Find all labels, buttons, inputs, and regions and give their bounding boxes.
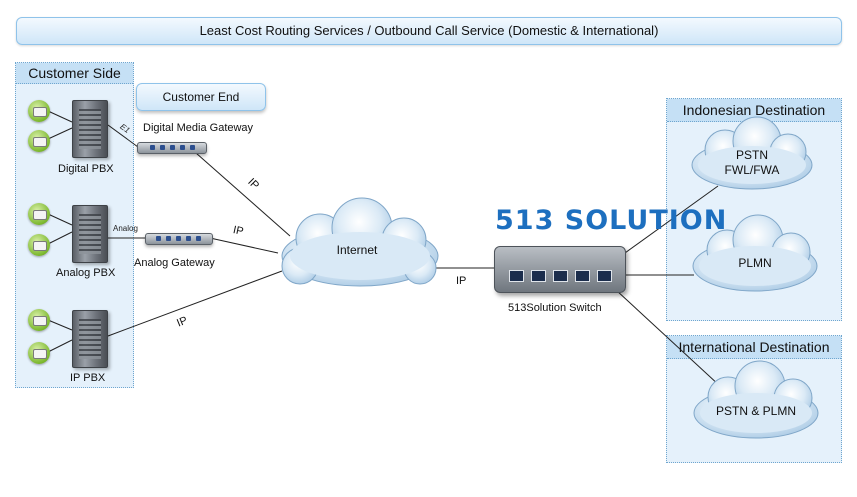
analog-gateway-icon: [145, 233, 213, 245]
phone-link: [47, 319, 73, 331]
phone-icon: [28, 100, 50, 122]
digital-media-gateway-icon: [137, 142, 207, 154]
phone-icon: [28, 203, 50, 225]
ip-pbx-server-icon: [72, 310, 108, 368]
analog-link-label: Analog: [113, 224, 138, 233]
customer-side-title: Customer Side: [16, 63, 133, 84]
phone-link: [47, 110, 73, 123]
513-solution-logo: 513 SOLUTION: [495, 205, 728, 236]
phone-link: [47, 213, 73, 226]
ippbx-ip-link: [107, 270, 283, 337]
pstn-plmn-cloud-label: PSTN & PLMN: [715, 404, 796, 418]
analog-ip-link: [209, 237, 279, 254]
pstn-label-line1: PSTN: [735, 148, 768, 162]
title-banner: Least Cost Routing Services / Outbound C…: [16, 17, 842, 45]
513solution-switch-label: 513Solution Switch: [508, 302, 602, 314]
international-destination-title: International Destination: [667, 336, 841, 359]
phone-link: [47, 339, 73, 353]
analog-pbx-server-icon: [72, 205, 108, 263]
analog-gateway-label: Analog Gateway: [134, 257, 215, 269]
phone-icon: [28, 342, 50, 364]
plmn-cloud-label: PLMN: [738, 256, 772, 270]
513solution-switch-icon: [494, 246, 626, 293]
e1-link: [107, 124, 139, 148]
switch-pstn-link: [617, 185, 719, 259]
switch-intl-link: [615, 289, 721, 387]
digital-pbx-server-icon: [72, 100, 108, 158]
internet-label: Internet: [336, 243, 378, 257]
phone-icon: [28, 130, 50, 152]
digital-media-gateway-label: Digital Media Gateway: [143, 122, 254, 134]
phone-icon: [28, 234, 50, 256]
phone-link: [47, 127, 73, 140]
analog-pbx-label: Analog PBX: [56, 267, 116, 279]
ip-label: IP: [456, 275, 467, 287]
phone-link: [47, 231, 73, 245]
digital-ip-link: [195, 152, 291, 237]
digital-pbx-label: Digital PBX: [58, 163, 114, 175]
ip-pbx-label: IP PBX: [70, 372, 106, 384]
pstn-cloud-label: PSTN FWL/FWA: [712, 148, 792, 178]
phone-icon: [28, 309, 50, 331]
pstn-label-line2: FWL/FWA: [724, 163, 780, 177]
customer-end-badge: Customer End: [136, 83, 266, 111]
